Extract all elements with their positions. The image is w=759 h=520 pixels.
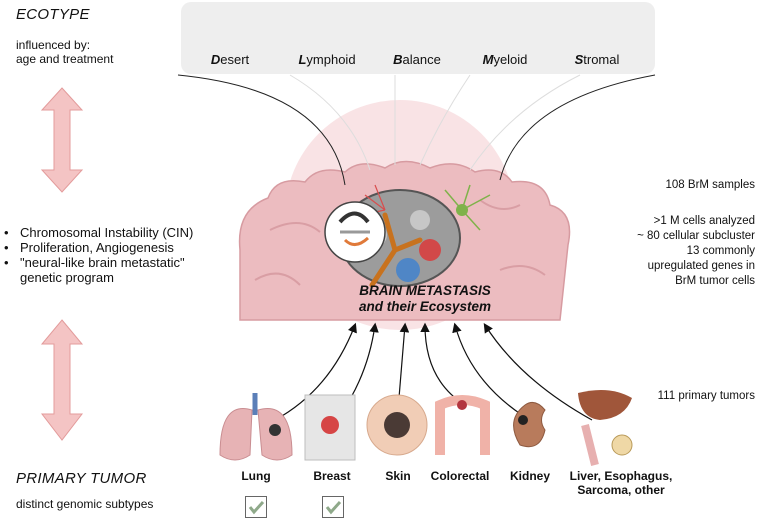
site-kidney-label: Kidney	[509, 469, 550, 483]
ecotype-myeloid-label: Myeloid	[482, 52, 528, 67]
ecotype-lines	[177, 74, 656, 186]
analysis-stats: >1 M cells analyzed ~ 80 cellular subclu…	[637, 215, 755, 287]
lung-icon	[219, 393, 293, 461]
ecotype-subtitle: influenced by: age and treatment	[16, 38, 114, 66]
blood-vessel	[369, 212, 423, 288]
site-liver-label: Liver, Esophagus, Sarcoma, other	[569, 469, 673, 497]
check-icon	[322, 496, 344, 518]
primary-tumor-title: PRIMARY TUMOR	[16, 470, 147, 487]
center-title: BRAIN METASTASIS and their Ecosystem	[358, 283, 492, 314]
liver-icon	[578, 389, 633, 466]
feature-item: Chromosomal Instability (CIN)	[4, 225, 244, 240]
ecotype-stromal-label: Stromal	[574, 52, 620, 67]
site-skin-label: Skin	[385, 469, 411, 483]
ecotype-title: ECOTYPE	[16, 6, 90, 23]
tumor-red-cell	[419, 239, 441, 261]
ecotype-balance-label: Balance	[393, 52, 441, 67]
samples-stat: 108 BrM samples	[665, 179, 755, 191]
feature-list: Chromosomal Instability (CIN) Proliferat…	[4, 225, 244, 285]
primary-tumors-stat: 111 primary tumors	[657, 390, 755, 402]
primary-tumor-subtitle: distinct genomic subtypes	[16, 497, 154, 511]
kidney-icon	[513, 401, 546, 448]
brain-folds	[254, 199, 546, 286]
feature-item: Proliferation, Angiogenesis	[4, 240, 244, 255]
tumor-blue-cell	[396, 258, 420, 282]
site-colorectal-label: Colorectal	[430, 469, 490, 483]
breast-icon	[304, 394, 356, 461]
feature-item: "neural-like brain metastatic" genetic p…	[4, 255, 244, 285]
site-breast-label: Breast	[313, 469, 351, 483]
skin-icon	[366, 394, 428, 456]
ecotype-lymphoid-label: Lymphoid	[298, 52, 356, 67]
check-icon	[245, 496, 267, 518]
pink-arrows	[40, 87, 84, 441]
colon-icon	[435, 395, 490, 455]
ecotype-desert-label: Desert	[210, 52, 250, 67]
site-lung-label: Lung	[241, 469, 271, 483]
ecotype-panel	[181, 2, 655, 74]
